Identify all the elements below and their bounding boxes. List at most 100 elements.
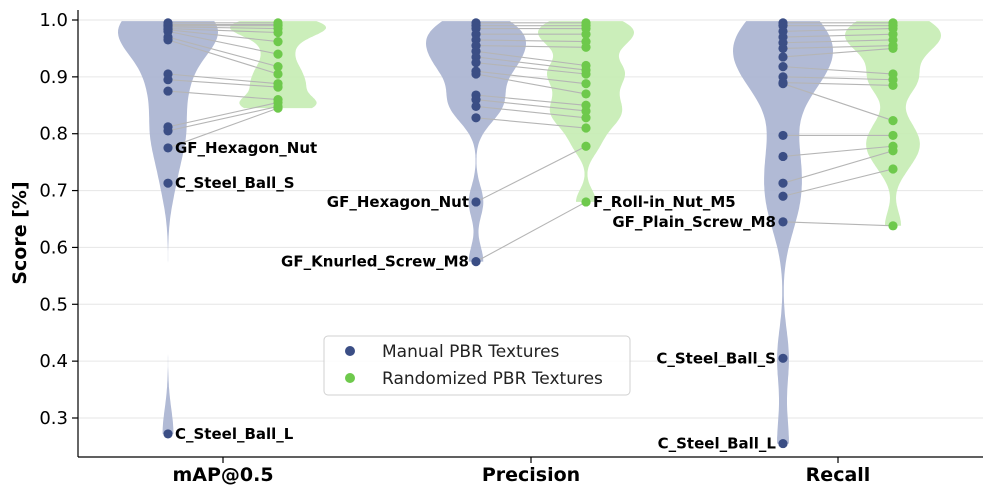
annotation-label: C_Steel_Ball_L — [175, 425, 294, 443]
data-point — [581, 69, 591, 79]
data-point — [273, 103, 283, 113]
connector-line — [167, 73, 279, 85]
data-point — [778, 191, 788, 201]
data-point — [471, 58, 481, 68]
data-point — [471, 197, 481, 207]
data-point — [888, 221, 898, 231]
connector-line — [167, 105, 279, 132]
violin-shape — [733, 21, 833, 444]
annotation-label: C_Steel_Ball_S — [656, 349, 776, 367]
connector-line — [475, 70, 587, 85]
data-point — [273, 82, 283, 92]
connector-line — [782, 39, 894, 44]
connector-line — [475, 99, 587, 112]
connector-line — [782, 145, 894, 158]
y-tick-label: 0.8 — [39, 124, 68, 145]
data-point — [273, 62, 283, 72]
x-ticks: mAP@0.5 Precision Recall — [172, 457, 870, 486]
y-tick-label: 0.4 — [39, 351, 68, 372]
data-point — [581, 42, 591, 52]
data-point — [471, 69, 481, 79]
x-tick-label: Recall — [806, 464, 871, 486]
data-point — [778, 438, 788, 449]
annotation-label: GF_Hexagon_Nut — [175, 139, 317, 157]
data-point — [163, 429, 173, 439]
x-tick-label: mAP@0.5 — [172, 464, 273, 486]
connector-line — [782, 66, 894, 75]
connector-line — [475, 39, 587, 43]
y-tick-label: 0.7 — [39, 181, 68, 202]
connector-line — [782, 27, 894, 32]
connector-line — [167, 27, 279, 34]
data-point — [471, 95, 481, 105]
connector-line — [167, 26, 279, 30]
connector-line — [475, 94, 587, 106]
data-point — [778, 178, 788, 188]
data-point — [471, 113, 481, 123]
data-point — [888, 116, 898, 126]
connector-line — [475, 117, 587, 129]
grid-lines — [78, 19, 983, 419]
connector-line — [475, 56, 587, 71]
legend-marker-manual — [345, 346, 355, 356]
connector-line — [167, 39, 279, 75]
connector-line — [782, 168, 894, 197]
data-point — [581, 89, 591, 99]
connector-line — [782, 83, 894, 122]
data-point — [888, 146, 898, 156]
data-point — [581, 29, 591, 39]
x-tick-label: Precision — [482, 464, 580, 486]
data-point — [163, 35, 173, 45]
data-point — [273, 37, 283, 47]
connector-line — [782, 76, 894, 81]
data-point — [581, 123, 591, 133]
data-point — [778, 217, 788, 227]
data-point — [273, 49, 283, 59]
connector-line — [782, 47, 894, 58]
connector-line — [782, 45, 894, 49]
connector-line — [475, 105, 587, 119]
connector-line — [167, 36, 279, 68]
data-point — [581, 113, 591, 123]
annotation-label: C_Steel_Ball_S — [175, 174, 295, 192]
data-point — [581, 141, 591, 151]
data-point — [888, 80, 898, 90]
data-point — [778, 62, 788, 72]
y-tick-label: 1.0 — [39, 10, 68, 31]
data-points — [163, 18, 898, 449]
legend-frame — [323, 335, 631, 396]
annotation-label: GF_Knurled_Screw_M8 — [281, 253, 469, 271]
connector-line — [782, 150, 894, 184]
data-point — [778, 79, 788, 89]
connector-line — [167, 79, 279, 88]
y-tick-label: 0.9 — [39, 67, 68, 88]
connector-line — [475, 50, 587, 67]
data-point — [163, 75, 173, 85]
data-point — [778, 52, 788, 62]
connector-line — [167, 101, 279, 128]
violin-shape — [426, 21, 526, 262]
legend: Manual PBR Textures Randomized PBR Textu… — [323, 335, 631, 396]
connector-line — [475, 45, 587, 48]
connector-line — [167, 29, 279, 43]
connector-lines — [167, 22, 894, 263]
data-point — [581, 106, 591, 116]
annotation-label: F_Roll-in_Nut_M5 — [593, 193, 736, 211]
legend-label-randomized: Randomized PBR Textures — [382, 369, 603, 389]
y-tick-label: 0.6 — [39, 237, 68, 258]
data-point — [273, 27, 283, 38]
data-point — [778, 151, 788, 162]
data-point — [163, 126, 173, 136]
data-point — [273, 69, 283, 79]
data-point — [778, 43, 788, 54]
annotation-label: GF_Hexagon_Nut — [327, 193, 469, 211]
connector-line — [167, 107, 279, 149]
annotation-label: C_Steel_Ball_L — [658, 435, 777, 453]
data-point — [888, 130, 898, 141]
annotations: GF_Hexagon_NutC_Steel_Ball_SC_Steel_Ball… — [175, 139, 776, 453]
data-point — [163, 143, 173, 153]
connector-line — [475, 201, 587, 263]
data-point — [163, 86, 173, 96]
y-ticks: 0.30.40.50.60.70.80.91.0 — [39, 10, 78, 429]
